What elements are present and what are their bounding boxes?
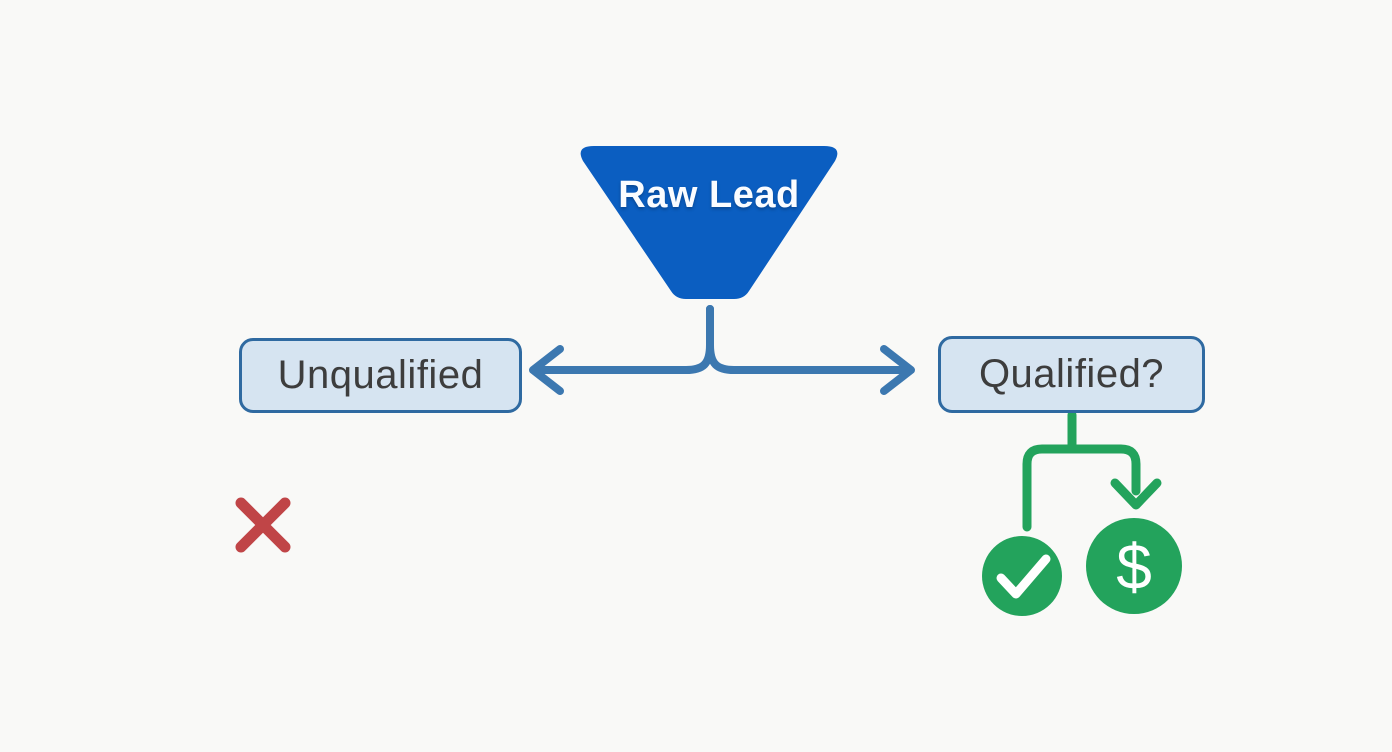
branch-left-arrow <box>529 305 714 395</box>
node-qualified: Qualified? <box>938 336 1205 413</box>
checkmark-circle-icon <box>982 536 1062 616</box>
dollar-glyph: $ <box>1116 531 1152 603</box>
node-qualified-label: Qualified? <box>978 352 1165 396</box>
funnel-shape <box>580 146 838 299</box>
x-mark-icon <box>235 497 291 553</box>
node-unqualified: Unqualified <box>239 338 522 413</box>
funnel-label: Raw Lead <box>618 173 800 216</box>
dollar-circle-icon <box>1086 518 1182 614</box>
branch-right-arrow <box>706 305 915 395</box>
qualified-branch-connector <box>1022 410 1162 532</box>
checkmark-glyph <box>996 554 1051 599</box>
node-unqualified-label: Unqualified <box>277 353 484 397</box>
